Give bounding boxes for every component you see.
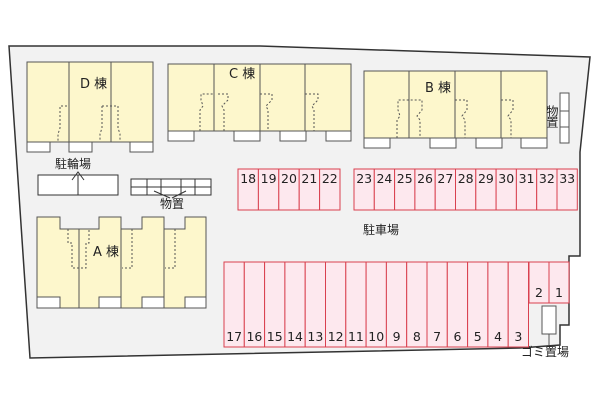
parking-stall [319, 168, 341, 211]
parking-stall [507, 261, 530, 348]
parking-lower [223, 261, 530, 348]
parking-stall-number: 13 [307, 329, 324, 344]
storage-left-label: 物置 [160, 197, 185, 211]
parking-stall-number: 22 [321, 171, 338, 186]
parking-lot-label: 駐車場 [363, 223, 400, 237]
parking-stall-number: 24 [376, 171, 393, 186]
parking-stall-number: 32 [538, 171, 555, 186]
parking-stall-number: 15 [266, 329, 283, 344]
parking-upper-right [353, 168, 578, 211]
parking-stall-number: 7 [433, 329, 442, 344]
parking-stall-number: 18 [240, 171, 257, 186]
parking-stall-number: 5 [473, 329, 482, 344]
garbage-area-shape [541, 305, 557, 345]
parking-stall-number: 8 [412, 329, 421, 344]
building-b-label: B 棟 [425, 81, 452, 96]
building-c [167, 63, 352, 142]
building-d [26, 61, 154, 153]
building-c-label: C 棟 [229, 67, 256, 82]
parking-stall-number: 27 [437, 171, 454, 186]
parking-stall-number: 25 [396, 171, 413, 186]
parking-stall-number: 23 [356, 171, 373, 186]
parking-stall-number: 20 [281, 171, 297, 186]
parking-stall-number: 31 [518, 171, 535, 186]
storage-right-label: 物置 [545, 105, 559, 127]
parking-stall-number: 4 [494, 329, 503, 344]
parking-upper-left [237, 168, 341, 211]
parking-stall-number: 21 [301, 171, 318, 186]
parking-stall-number: 1 [555, 285, 563, 300]
parking-stall-number: 29 [477, 171, 494, 186]
parking-stall-number: 11 [347, 329, 364, 344]
building-a [36, 216, 207, 309]
bicycle-parking-shape [37, 171, 119, 196]
parking-stall-number: 33 [559, 171, 576, 186]
parking-stall-number: 26 [417, 171, 433, 186]
parking-stall-number: 10 [368, 329, 385, 344]
parking-stall-number: 17 [226, 329, 243, 344]
building-a-label: A 棟 [93, 245, 120, 260]
parking-stall-number: 30 [498, 171, 515, 186]
storage-right-shape [559, 92, 570, 144]
bicycle-parking-label: 駐輪場 [55, 157, 92, 171]
parking-stall-number: 28 [457, 171, 474, 186]
parking-stall-number: 19 [260, 171, 277, 186]
building-b [363, 70, 548, 149]
parking-stall-number: 3 [514, 329, 523, 344]
parking-stall-number: 14 [287, 329, 303, 344]
building-d-label: D 棟 [80, 77, 108, 92]
garbage-area-label: ゴミ置場 [521, 345, 570, 359]
parking-stall [548, 261, 570, 304]
parking-stall-number: 12 [327, 329, 344, 344]
storage-left-shape [130, 178, 212, 199]
parking-stall-number: 6 [453, 329, 462, 344]
parking-stall-number: 16 [246, 329, 263, 344]
parking-stall-number: 2 [535, 285, 543, 300]
parking-stall [556, 168, 578, 211]
parking-lower-short [528, 261, 570, 304]
parking-stall-number: 9 [392, 329, 401, 344]
